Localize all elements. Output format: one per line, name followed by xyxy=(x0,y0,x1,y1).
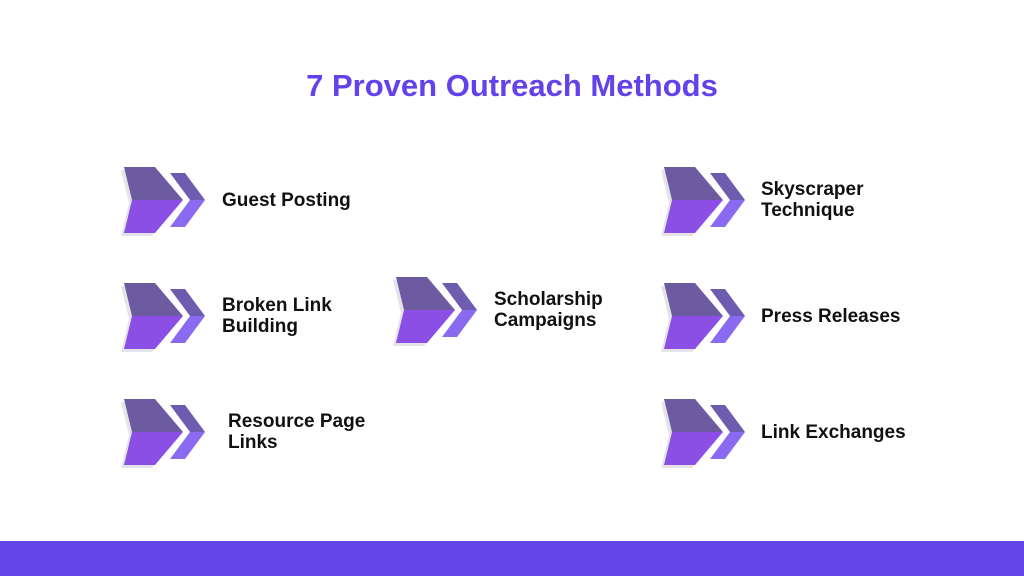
method-label-line2: Links xyxy=(228,432,278,453)
double-chevron-right-icon xyxy=(661,283,745,352)
double-chevron-right-icon xyxy=(121,167,205,236)
method-label-line1: Press Releases xyxy=(761,305,901,327)
method-label-line1: Skyscraper xyxy=(761,179,864,200)
double-chevron-right-icon xyxy=(121,283,205,352)
method-label: Guest Posting xyxy=(222,160,351,240)
double-chevron-right-icon xyxy=(661,399,745,468)
method-label: Press Releases xyxy=(761,276,900,356)
double-chevron-right-icon xyxy=(121,399,205,468)
method-item: Press Releases xyxy=(658,276,978,360)
method-label-line1: Broken Link xyxy=(222,295,332,316)
method-label: Link Exchanges xyxy=(761,392,906,472)
double-chevron-right-icon xyxy=(393,277,477,346)
page-title: 7 Proven Outreach Methods xyxy=(306,68,718,103)
method-label-line1: Link Exchanges xyxy=(761,421,906,443)
method-item: Guest Posting xyxy=(118,160,438,244)
method-label-line1: Scholarship xyxy=(494,289,603,310)
method-item: Link Exchanges xyxy=(658,392,978,476)
double-chevron-right-icon xyxy=(661,167,745,236)
method-label-line1: Resource Page xyxy=(228,411,366,432)
method-label-line2: Campaigns xyxy=(494,310,597,331)
method-label-line1: Guest Posting xyxy=(222,189,351,211)
method-label-line2: Technique xyxy=(761,200,855,221)
method-label-line2: Building xyxy=(222,316,298,337)
footer-bar xyxy=(0,541,1024,576)
